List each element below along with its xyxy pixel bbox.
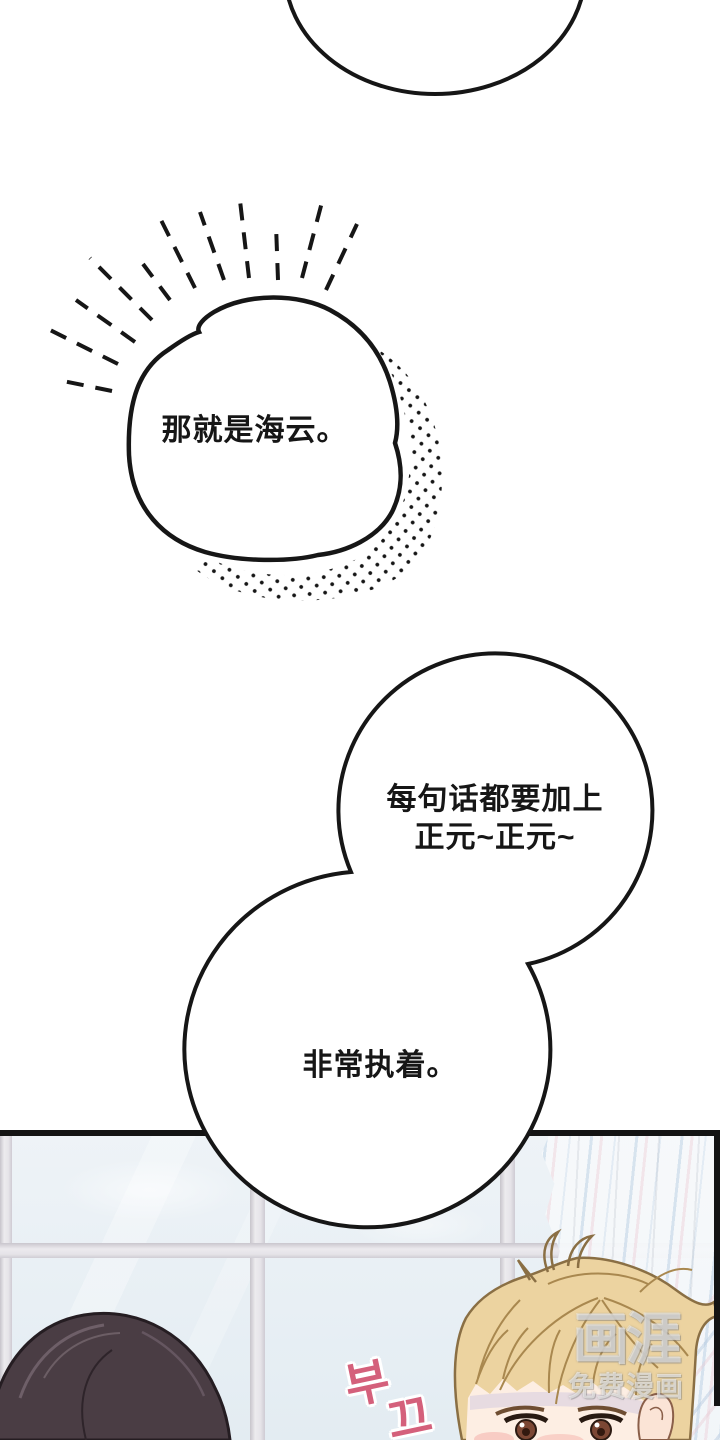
emphasis-rays: [49, 191, 359, 393]
dark-hair-character: [0, 1311, 232, 1440]
double-bubble-text: 每句话都要加上 正元~正元~: [345, 781, 645, 857]
double-bubble-line2: 正元~正元~: [414, 821, 576, 854]
panel-border-top: [0, 1130, 720, 1136]
halftone-shadow: [196, 350, 443, 601]
blonde-hair-character: [453, 1228, 720, 1440]
characters-art: [0, 1228, 720, 1440]
bottom-bubble-text: 非常执着。: [302, 1049, 458, 1082]
sfx-char-2: 끄: [382, 1388, 437, 1440]
window-frame-bar-left: [0, 1130, 12, 1440]
double-bubble-line1: 每句话都要加上: [386, 783, 604, 816]
panel-border-right: [714, 1130, 720, 1406]
window-frame-bar-horizontal: [0, 1243, 720, 1258]
cloud-bubble-text: 那就是海云。: [161, 414, 348, 447]
top-partial-bubble: [286, 0, 584, 96]
